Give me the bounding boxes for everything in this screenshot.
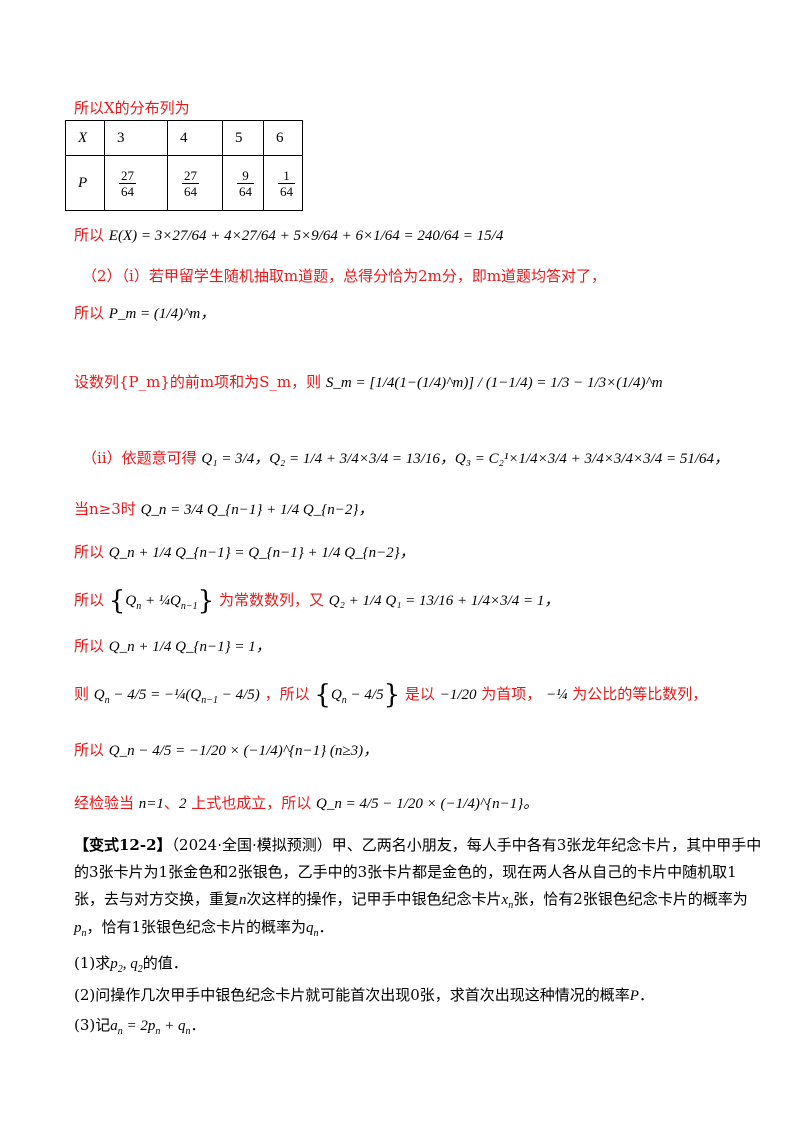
- expectation-line: 所以 E(X) = 3×27/64 + 4×27/64 + 5×9/64 + 6…: [74, 225, 503, 246]
- part2-i-line: （2）（ⅰ）若甲留学生随机抽取m道题，总得分恰为2m分，即m道题均答对了，: [82, 266, 606, 286]
- question-2: (2)问操作几次甲手中银色纪念卡片就可能首次出现0张，求首次出现这种情况的概率P…: [74, 986, 654, 1004]
- prob-den: 64: [121, 183, 134, 199]
- check-lead: 经检验当: [74, 794, 135, 812]
- recur2-expr: Q_n + 1/4 Q_{n−1} = Q_{n−1} + 1/4 Q_{n−2…: [108, 545, 415, 561]
- geo-t2: 是以: [404, 685, 435, 703]
- recur2-line: 所以 Q_n + 1/4 Q_{n−1} = Q_{n−1} + 1/4 Q_{…: [74, 542, 415, 563]
- check-line: 经检验当 n=1、2 上式也成立，所以 Q_n = 4/5 − 1/20 × (…: [74, 794, 539, 812]
- problem-line1: 【变式12-2】（2024·全国·模拟预测）甲、乙两名小朋友，每人手中各有3张龙…: [74, 835, 761, 855]
- geo-result-lead: 所以: [74, 741, 105, 759]
- table-cell: P: [65, 155, 105, 211]
- q3-lead: (3)记: [74, 1016, 111, 1034]
- question-1: (1)求p2, q2的值．: [74, 954, 188, 975]
- problem-line4: pn，恰有1张银色纪念卡片的概率为qn．: [74, 918, 334, 939]
- problem-text-1: （2024·全国·模拟预测）甲、乙两名小朋友，每人手中各有3张龙年纪念卡片，其中…: [171, 836, 762, 854]
- sm-expr: S_m = [1/4(1−(1/4)^m)] / (1−1/4) = 1/3 −…: [325, 375, 663, 391]
- const-seq-line: 所以 {Qn + ¼Qn−1} 为常数数列，又 Q₂ + 1/4 Q₁ = 13…: [74, 586, 560, 616]
- geo-t4: 为公比的等比数列，: [572, 685, 708, 703]
- check-mid: 、: [163, 794, 179, 812]
- intro-text: 所以X的分布列为: [74, 99, 190, 117]
- intro-line: 所以X的分布列为: [74, 98, 190, 118]
- part2-ii-expr: Q₁ = 3/4，Q₂ = 1/4 + 3/4×3/4 = 13/16，Q₃ =…: [201, 451, 730, 467]
- geo-t1: ，所以: [264, 685, 310, 703]
- brace-close-icon: }: [197, 586, 215, 616]
- geo-line: 则 Qn − 4/5 = −¼(Qn−1 − 4/5) ，所以 {Qn − 4/…: [74, 680, 708, 710]
- problem-text-3a: 张，去与对方交换，重复: [74, 890, 240, 908]
- problem-text-4: ，恰有1张银色纪念卡片的概率为: [86, 918, 307, 936]
- geo-t3: 为首项，: [481, 685, 542, 703]
- prob-num: 27: [182, 167, 199, 184]
- check-mid2: 上式也成立，所以: [191, 794, 312, 812]
- part2-ii-lead: （ⅱ）依题意可得: [82, 449, 197, 467]
- expectation-lead: 所以: [74, 226, 105, 244]
- problem-text-3c: 张，恰有2张银色纪念卡片的概率为: [513, 890, 748, 908]
- sm-line: 设数列{P_m}的前m项和为S_m，则 S_m = [1/4(1−(1/4)^m…: [74, 372, 663, 393]
- brace-open-icon: {: [314, 680, 331, 710]
- table-row: X 3 4 5 6: [65, 120, 303, 156]
- q3-tail: ．: [190, 1016, 206, 1034]
- prob-den: 64: [239, 183, 252, 199]
- const-val-lead: 所以: [74, 637, 105, 655]
- part2-ii-line: （ⅱ）依题意可得 Q₁ = 3/4，Q₂ = 1/4 + 3/4×3/4 = 1…: [82, 448, 729, 469]
- part2-i-text: （2）（ⅰ）若甲留学生随机抽取m道题，总得分恰为2m分，即m道题均答对了，: [82, 267, 607, 285]
- problem-text-3b: 次这样的操作，记甲手中银色纪念卡片: [246, 890, 502, 908]
- q1-lead: (1)求: [74, 954, 111, 972]
- table-cell: 5: [222, 120, 264, 156]
- sm-lead: 设数列{P_m}的前m项和为S_m，则: [74, 373, 322, 391]
- const-seq-expr: Q₂ + 1/4 Q₁ = 13/16 + 1/4×3/4 = 1，: [328, 593, 560, 609]
- problem-tag: 【变式12-2】: [74, 836, 172, 854]
- prob-den: 64: [184, 183, 197, 199]
- prob-num: 1: [278, 168, 295, 184]
- q2-text: (2)问操作几次甲手中银色纪念卡片就可能首次出现0张，求首次出现这种情况的概率: [74, 986, 630, 1004]
- pm-expr: P_m = (1/4)^m，: [108, 306, 216, 322]
- const-val-line: 所以 Q_n + 1/4 Q_{n−1} = 1，: [74, 636, 271, 657]
- brace-close-icon: }: [383, 680, 401, 710]
- problem-text-2: 的3张卡片为1张金色和2张银色，乙手中的3张卡片都是金色的，现在两人各从自己的卡…: [74, 863, 737, 881]
- table-cell: 6: [263, 120, 303, 156]
- geo-result-line: 所以 Q_n − 4/5 = −1/20 × (−1/4)^{n−1} (n≥3…: [74, 740, 378, 761]
- recur-expr: Q_n = 3/4 Q_{n−1} + 1/4 Q_{n−2}，: [140, 502, 374, 518]
- geo-lead: 则: [74, 685, 90, 703]
- table-cell: 3: [104, 120, 168, 156]
- table-cell: X: [65, 120, 105, 156]
- question-3: (3)记an = 2pn + qn．: [74, 1016, 206, 1037]
- check-expr: Q_n = 4/5 − 1/20 × (−1/4)^{n−1}。: [316, 796, 539, 812]
- recur-line: 当n≥3时 Q_n = 3/4 Q_{n−1} + 1/4 Q_{n−2}，: [74, 499, 373, 520]
- prob-num: 27: [119, 167, 136, 184]
- recur-lead: 当n≥3时: [74, 500, 136, 518]
- geo-result-expr: Q_n − 4/5 = −1/20 × (−1/4)^{n−1} (n≥3)，: [108, 743, 379, 759]
- pm-lead: 所以: [74, 304, 105, 322]
- brace-open-icon: {: [108, 586, 126, 616]
- prob-den: 64: [280, 183, 293, 199]
- table-cell: 4: [167, 120, 223, 156]
- problem-line2: 的3张卡片为1张金色和2张银色，乙手中的3张卡片都是金色的，现在两人各从自己的卡…: [74, 862, 737, 882]
- const-val-expr: Q_n + 1/4 Q_{n−1} = 1，: [108, 639, 271, 655]
- const-seq-mid: 为常数数列，又: [218, 591, 324, 609]
- expectation-expr: E(X) = 3×27/64 + 4×27/64 + 5×9/64 + 6×1/…: [108, 228, 504, 244]
- pm-line: 所以 P_m = (1/4)^m，: [74, 303, 215, 324]
- prob-num: 9: [237, 168, 254, 184]
- recur2-lead: 所以: [74, 543, 105, 561]
- const-seq-lead: 所以: [74, 591, 105, 609]
- q1-tail: 的值．: [142, 954, 188, 972]
- problem-line3: 张，去与对方交换，重复n次这样的操作，记甲手中银色纪念卡片xn张，恰有2张银色纪…: [74, 890, 748, 911]
